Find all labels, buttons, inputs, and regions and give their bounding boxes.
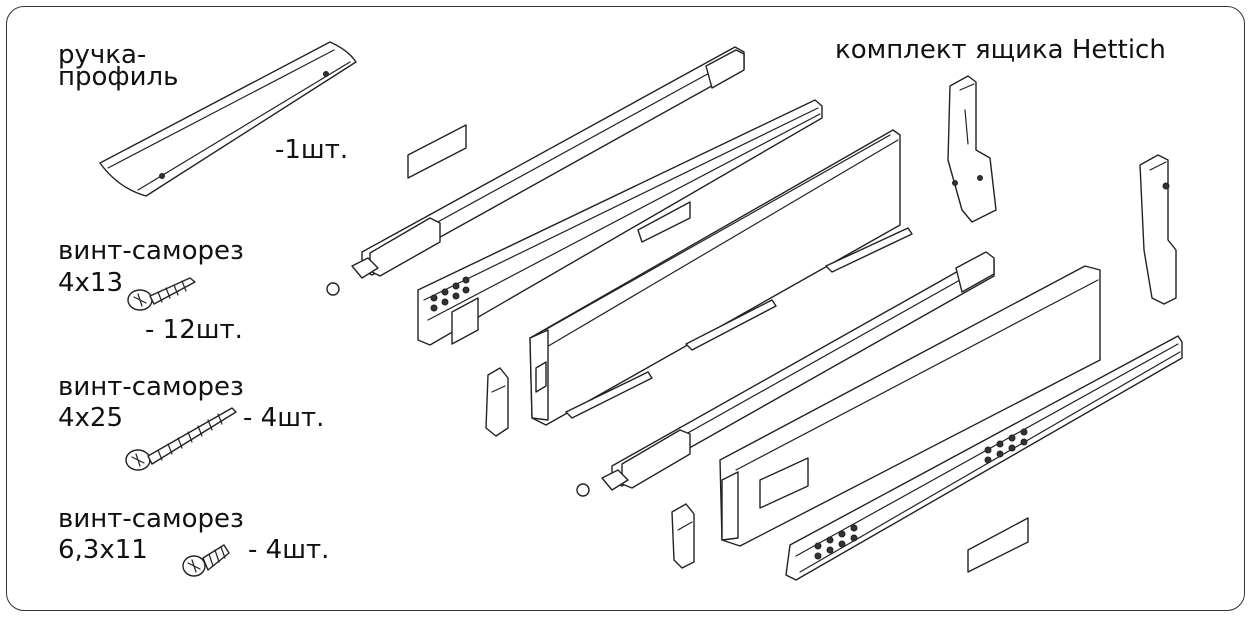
- screw-6-3x11-icon: [182, 544, 230, 577]
- screw-6-3x11-size: 6,3x11: [58, 535, 148, 565]
- drawer-side-panel-upper-icon: [529, 129, 913, 426]
- screw-6-3x11-qty: - 4шт.: [248, 535, 330, 565]
- screw-4x13-qty: - 12шт.: [145, 315, 243, 345]
- handle-profile-name-line2: профиль: [58, 62, 179, 92]
- back-bracket-left-icon: [485, 367, 509, 437]
- drawer-runner-lower-icon: [785, 335, 1183, 581]
- drawer-side-panel-lower-icon: [719, 265, 1101, 547]
- cover-plug-upper-icon: [407, 124, 467, 179]
- screw-4x13-name: винт-саморез: [58, 236, 244, 266]
- screw-4x25-size: 4x25: [58, 403, 124, 433]
- drawer-side-rail-upper-icon: [326, 46, 745, 296]
- kit-title: комплект ящика Hettich: [835, 35, 1166, 65]
- back-bracket-upper-right-icon: [947, 75, 997, 223]
- screw-4x13-size: 4x13: [58, 268, 124, 298]
- cover-plug-lower-icon: [967, 517, 1029, 573]
- screw-4x25-name: винт-саморез: [58, 372, 244, 402]
- screw-4x25-icon: [125, 407, 237, 471]
- handle-profile-icon: [99, 41, 357, 197]
- drawer-runner-upper-icon: [417, 99, 823, 346]
- screw-6-3x11-name: винт-саморез: [58, 504, 244, 534]
- handle-profile-name-line1: ручка-: [58, 40, 147, 70]
- screw-4x13-icon: [127, 277, 196, 311]
- diagram-frame: [6, 6, 1245, 611]
- drawer-side-rail-lower-icon: [576, 251, 995, 497]
- screw-4x25-qty: - 4шт.: [243, 403, 325, 433]
- handle-profile-qty: -1шт.: [275, 135, 349, 165]
- back-bracket-lower-right-icon: [1139, 154, 1177, 305]
- back-bracket-lower-left-icon: [671, 503, 695, 569]
